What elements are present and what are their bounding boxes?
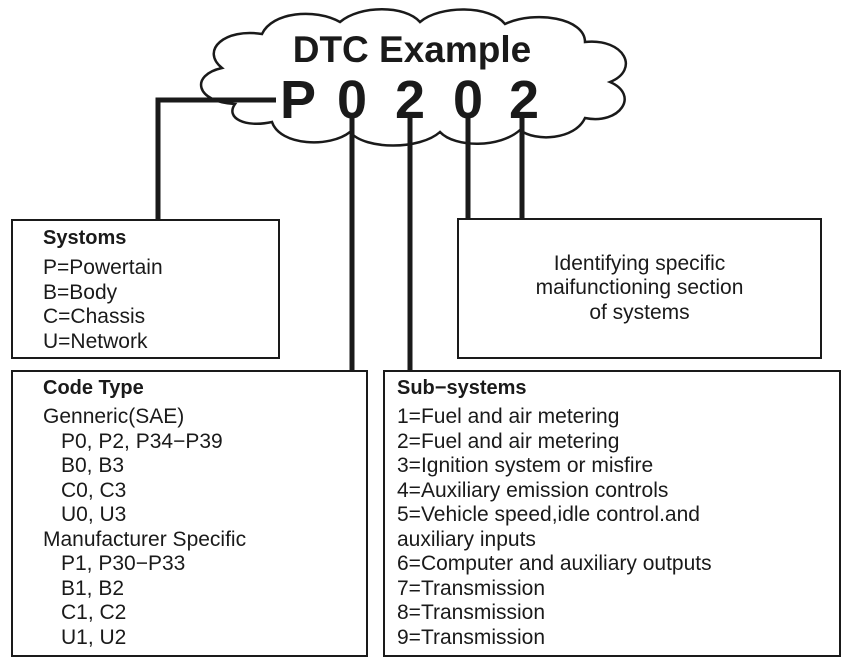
generic-item: U0, U3 <box>61 503 127 526</box>
identifying-box: Identifying specific maifunctioning sect… <box>457 218 822 359</box>
manufacturer-item: C1, C2 <box>61 601 127 624</box>
code-char-0b: 0 <box>453 70 483 130</box>
code-type-box: Code Type Genneric(SAE) P0, P2, P34−P39 … <box>11 370 368 657</box>
systems-box: Systoms P=Powertain B=Body C=Chassis U=N… <box>11 219 280 359</box>
sub-systems-heading: Sub−systems <box>397 377 527 399</box>
sub-system-item: 1=Fuel and air metering <box>397 405 620 428</box>
connector-p <box>155 97 276 220</box>
code-char-2b: 2 <box>509 70 539 130</box>
sub-systems-box: Sub−systems 1=Fuel and air metering 2=Fu… <box>383 370 841 657</box>
sub-system-item: 3=Ignition system or misfire <box>397 454 654 477</box>
identifying-line: maifunctioning section <box>535 276 744 300</box>
generic-item: P0, P2, P34−P39 <box>61 429 223 453</box>
systems-item: C=Chassis <box>43 305 146 328</box>
identifying-line: of systems <box>589 300 690 324</box>
manufacturer-item: U1, U2 <box>61 625 127 649</box>
sub-system-item: 6=Computer and auxiliary outputs <box>397 552 712 575</box>
cloud-shape <box>199 8 628 147</box>
code-type-heading: Code Type <box>43 377 144 399</box>
code-char-2: 2 <box>395 70 425 130</box>
manufacturer-item: B1, B2 <box>61 576 125 600</box>
systems-item: P=Powertain <box>43 256 163 279</box>
generic-label: Genneric(SAE) <box>43 405 185 428</box>
code-char-p: P <box>280 70 316 130</box>
sub-system-item: 9=Transmission <box>397 625 546 649</box>
systems-item: B=Body <box>43 280 118 304</box>
sub-system-item: 4=Auxiliary emission controls <box>397 478 669 502</box>
systems-heading: Systoms <box>43 227 127 249</box>
manufacturer-item: P1, P30−P33 <box>61 552 186 575</box>
systems-item: U=Network <box>43 329 148 353</box>
generic-item: C0, C3 <box>61 478 127 502</box>
code-char-0: 0 <box>337 70 367 130</box>
manufacturer-label: Manufacturer Specific <box>43 527 247 551</box>
sub-system-item: auxiliary inputs <box>397 527 536 551</box>
sub-system-item: 8=Transmission <box>397 601 546 624</box>
connector-lines <box>155 97 525 372</box>
sub-system-item: 2=Fuel and air metering <box>397 429 620 453</box>
diagram-title: DTC Example <box>293 29 532 70</box>
sub-system-item: 7=Transmission <box>397 576 546 600</box>
identifying-line: Identifying specific <box>553 251 726 275</box>
generic-item: B0, B3 <box>61 454 125 477</box>
sub-system-item: 5=Vehicle speed,idle control.and <box>397 503 700 526</box>
